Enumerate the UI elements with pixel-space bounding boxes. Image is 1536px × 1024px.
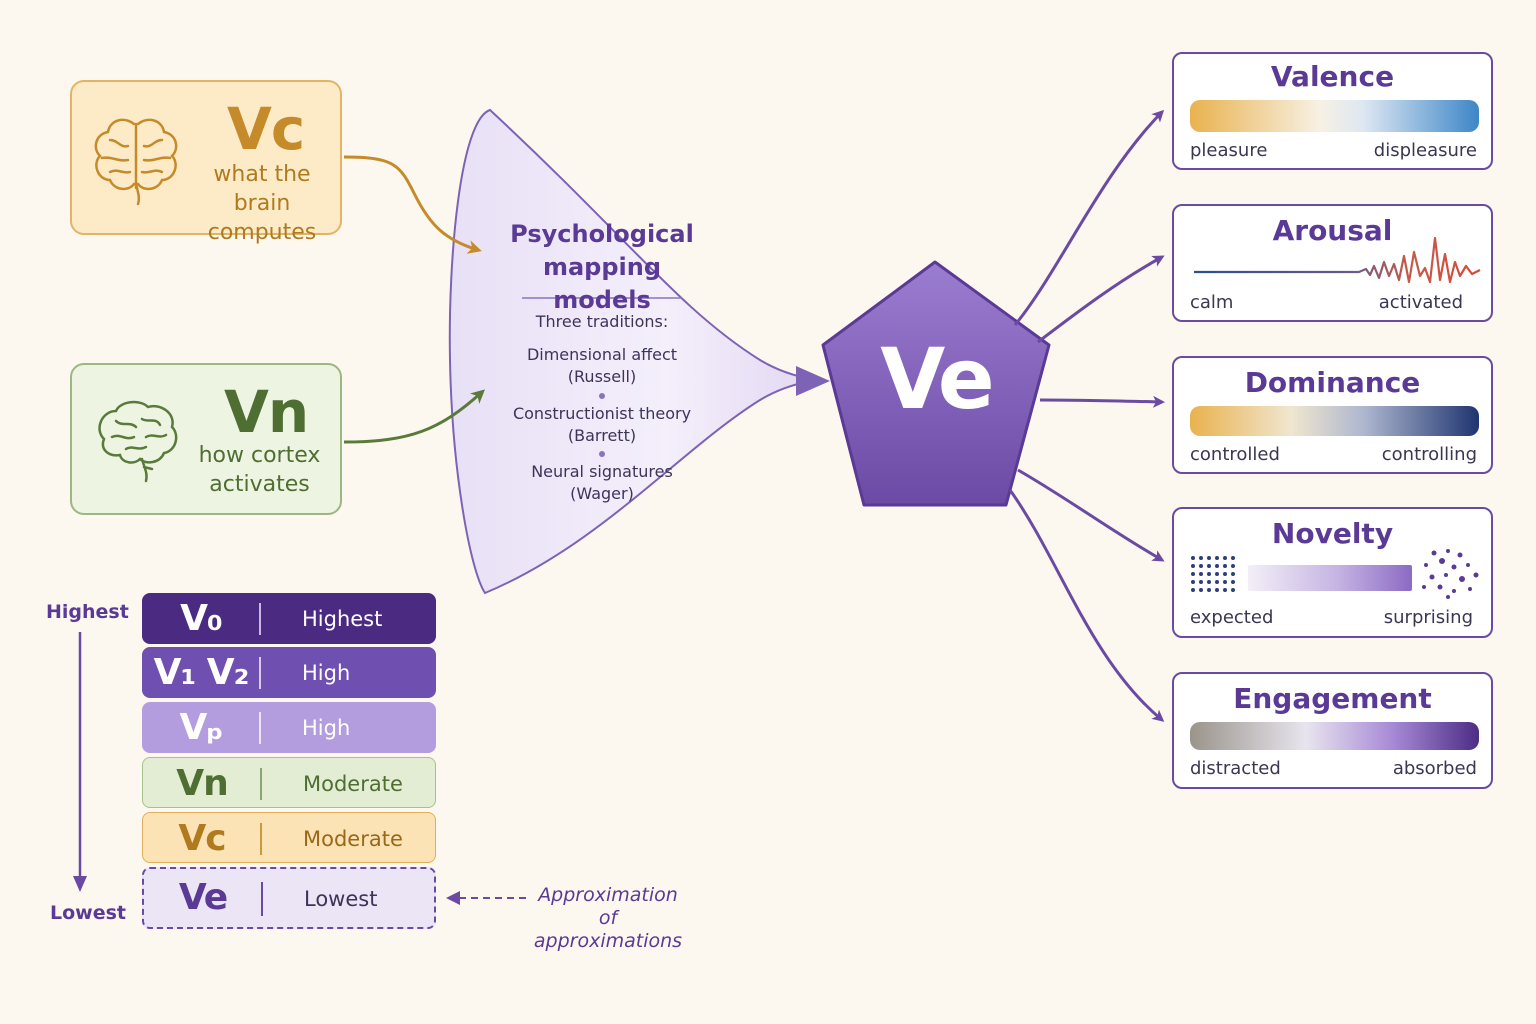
vn-description: how cortex activates [198, 443, 321, 497]
arousal-waveform [1194, 236, 1481, 284]
dot-grid-icon [1191, 556, 1235, 592]
hierarchy-top-label: Highest [46, 601, 129, 623]
ve-pentagon [821, 260, 1051, 507]
dimension-card-engagement: Engagement distracted absorbed [1172, 672, 1493, 789]
hierarchy-symbol: Vc [178, 818, 226, 859]
hierarchy-symbol: Vₚ [179, 707, 223, 748]
dimension-high-label: surprising [1383, 607, 1473, 628]
dominance-gradient-bar [1190, 406, 1479, 436]
hierarchy-bottom-label: Lowest [50, 902, 126, 924]
arrow-to-valence [1013, 109, 1165, 326]
funnel-arrowhead [796, 366, 830, 396]
dimension-title: Engagement [1233, 682, 1432, 715]
hierarchy-symbol: Vn [176, 763, 229, 804]
scattered-dots-icon [1422, 549, 1479, 599]
hierarchy-row: Vc Moderate [142, 812, 436, 863]
dimension-low-label: expected [1190, 607, 1274, 628]
hierarchy-symbol: Ve [178, 877, 228, 918]
funnel-dot [599, 451, 605, 457]
dimension-title: Arousal [1272, 214, 1393, 247]
dimension-low-label: calm [1190, 292, 1234, 313]
vc-source-box: Vc what the brain computes [70, 80, 342, 245]
ve-symbol: Ve [880, 330, 994, 428]
hierarchy-row: Ve Lowest [142, 867, 436, 929]
vn-symbol: Vn [224, 378, 309, 446]
dimension-card-valence: Valence pleasure displeasure [1172, 52, 1493, 170]
valence-gradient-bar [1190, 100, 1479, 132]
hierarchy-level: Moderate [303, 772, 403, 796]
dimension-low-label: distracted [1190, 758, 1281, 779]
hierarchy-symbol: V₁ V₂ [153, 652, 250, 693]
dimension-card-arousal: Arousal calm activated [1172, 204, 1493, 322]
vc-arrow [343, 155, 482, 254]
dimension-title: Valence [1270, 60, 1395, 93]
vc-description: what the brain computes [207, 162, 317, 245]
funnel-dot [599, 393, 605, 399]
arrow-to-novelty [1017, 468, 1165, 562]
tradition-neural: Neural signatures (Wager) [531, 462, 673, 503]
funnel-title: Psychological mapping models [510, 220, 694, 314]
dimension-card-novelty: Novelty expected surprising [1172, 507, 1493, 638]
funnel-shape [448, 108, 813, 595]
hierarchy-level: Moderate [303, 827, 403, 851]
approximation-note: Approximation of approximations [533, 884, 683, 952]
dimension-high-label: absorbed [1392, 758, 1477, 779]
dimension-high-label: controlling [1381, 444, 1477, 465]
dimension-title: Dominance [1244, 366, 1421, 399]
hierarchy-row: Vn Moderate [142, 757, 436, 808]
tradition-constructionist: Constructionist theory (Barrett) [512, 404, 692, 445]
hierarchy-row: Vₚ High [142, 702, 436, 753]
tradition-dimensional: Dimensional affect (Russell) [526, 345, 678, 386]
brain-icon [94, 118, 178, 206]
funnel-subtitle: Three traditions: [535, 312, 669, 331]
dimension-high-label: activated [1378, 292, 1463, 313]
novelty-gradient-bar [1248, 565, 1412, 591]
hierarchy-level: Highest [302, 607, 383, 631]
arrow-to-engagement [1008, 489, 1165, 722]
arrow-to-dominance [1039, 395, 1165, 408]
vc-symbol: Vc [227, 95, 305, 163]
dimension-title: Novelty [1271, 517, 1394, 550]
hierarchy-level: High [302, 716, 351, 740]
hierarchy-symbol: V₀ [180, 598, 223, 639]
hierarchy-row: V₁ V₂ High [142, 647, 436, 698]
dimension-low-label: pleasure [1190, 140, 1268, 161]
dimension-high-label: displeasure [1373, 140, 1477, 161]
dimension-card-dominance: Dominance controlled controlling [1172, 356, 1493, 474]
brain-icon [98, 400, 178, 483]
hierarchy-level: Lowest [304, 887, 378, 911]
vn-source-box: Vn how cortex activates [70, 363, 342, 515]
arrow-to-arousal [1037, 255, 1165, 344]
hierarchy-level: High [302, 661, 351, 685]
dimension-low-label: controlled [1190, 444, 1280, 465]
hierarchy-row: V₀ Highest [142, 593, 436, 644]
engagement-gradient-bar [1190, 722, 1479, 750]
vn-arrow [343, 389, 485, 444]
